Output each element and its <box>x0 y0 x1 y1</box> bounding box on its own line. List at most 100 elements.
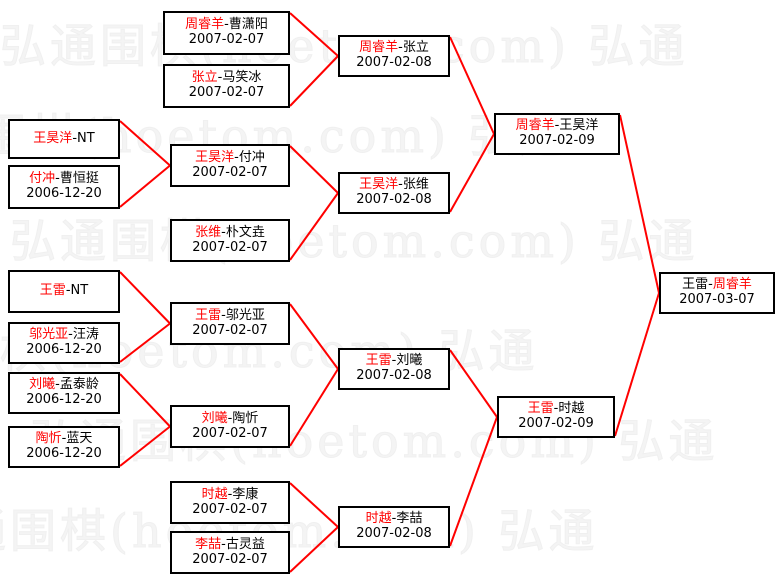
bracket-connector <box>119 373 171 428</box>
match-players: 王雷-刘曦 <box>366 354 423 369</box>
match-date: 2007-02-07 <box>192 551 268 567</box>
match-players: 张立-马笑冰 <box>192 71 262 86</box>
match-date: 2007-02-09 <box>518 416 594 431</box>
winner-name: 周睿羊 <box>185 17 225 33</box>
winner-name: 陶忻 <box>35 431 62 447</box>
loser-name: 张维 <box>402 177 429 193</box>
name-separator: - <box>61 431 67 447</box>
match-players: 时越-李康 <box>201 486 259 503</box>
loser-name: 时越 <box>558 401 585 417</box>
loser-name: 张立 <box>402 40 429 56</box>
match-date: 2006-12-20 <box>26 392 102 407</box>
name-separator: - <box>65 283 71 299</box>
winner-name: 时越 <box>201 486 228 502</box>
loser-name: 曹恒挺 <box>59 171 99 187</box>
match-date: 2007-02-08 <box>356 55 432 70</box>
loser-name: 曹潇阳 <box>228 17 268 33</box>
name-separator: - <box>55 171 60 187</box>
match-players: 周睿羊-张立 <box>359 41 429 56</box>
name-separator: - <box>227 410 233 426</box>
match-date: 2006-12-20 <box>26 342 102 357</box>
match-players: 时越-李喆 <box>366 512 423 527</box>
match-date: 2007-02-07 <box>188 32 265 47</box>
bracket-connector <box>289 368 339 447</box>
winner-name: 刘曦 <box>201 410 228 426</box>
match-date: 2007-03-07 <box>679 292 755 307</box>
match-players: 刘曦-孟泰龄 <box>29 378 99 393</box>
loser-name: 李康 <box>232 486 259 502</box>
match-date: 2007-02-09 <box>519 133 595 148</box>
bracket-connector <box>449 36 495 135</box>
name-separator: - <box>391 511 397 527</box>
loser-name: 古灵益 <box>225 536 265 552</box>
loser-name: 孟泰龄 <box>59 377 99 393</box>
winner-name: 周睿羊 <box>359 40 399 56</box>
match-date: 2007-02-08 <box>356 192 432 207</box>
bracket-connector <box>289 303 339 370</box>
match-players: 王昊洋-张维 <box>359 178 429 193</box>
bracket-connector <box>119 425 171 467</box>
loser-name: 邬光亚 <box>225 307 265 323</box>
loser-name: 刘曦 <box>396 353 423 369</box>
name-separator: - <box>221 224 226 240</box>
winner-name: 张维 <box>195 224 222 240</box>
bracket-connector <box>289 145 339 194</box>
match-players: 陶忻-蓝天 <box>36 432 93 447</box>
name-separator: - <box>398 177 403 193</box>
match-players: 王雷-NT <box>40 283 88 299</box>
winner-name: 邬光亚 <box>29 327 69 343</box>
winner-name: 王雷 <box>365 353 392 369</box>
bracket-connector <box>289 55 339 107</box>
match-box[interactable]: 王昊洋-NT <box>8 119 120 159</box>
bracket-connector <box>289 192 339 261</box>
winner-name: 王昊洋 <box>359 177 399 193</box>
name-separator: - <box>217 70 223 86</box>
match-players: 王昊洋-NT <box>33 131 94 147</box>
winner-name: 李喆 <box>195 536 222 552</box>
match-date: 2007-02-07 <box>188 85 265 100</box>
match-date: 2007-02-07 <box>192 322 268 338</box>
name-separator: - <box>234 149 239 165</box>
winner-name: 付冲 <box>29 171 56 187</box>
match-date: 2007-02-07 <box>192 164 268 180</box>
winner-name: 周睿羊 <box>712 277 752 293</box>
match-players: 周睿羊-曹潇阳 <box>185 18 268 33</box>
name-separator: - <box>391 353 397 369</box>
loser-name: 王昊洋 <box>559 118 599 134</box>
name-separator: - <box>708 277 713 293</box>
match-players: 张维-朴文垚 <box>195 224 265 241</box>
loser-name: 陶忻 <box>232 410 259 426</box>
match-date: 2007-02-08 <box>356 526 432 541</box>
match-date: 2006-12-20 <box>26 446 102 461</box>
match-players: 李喆-古灵益 <box>195 536 265 553</box>
winner-name: 王雷 <box>527 401 554 417</box>
match-players: 刘曦-陶忻 <box>201 410 259 427</box>
loser-name: 李喆 <box>396 511 423 527</box>
winner-name: 时越 <box>365 511 392 527</box>
match-date: 2007-02-07 <box>192 425 268 441</box>
match-box[interactable]: 王雷-NT <box>8 270 120 313</box>
name-separator: - <box>68 327 73 343</box>
match-players: 王雷-周睿羊 <box>682 278 752 293</box>
